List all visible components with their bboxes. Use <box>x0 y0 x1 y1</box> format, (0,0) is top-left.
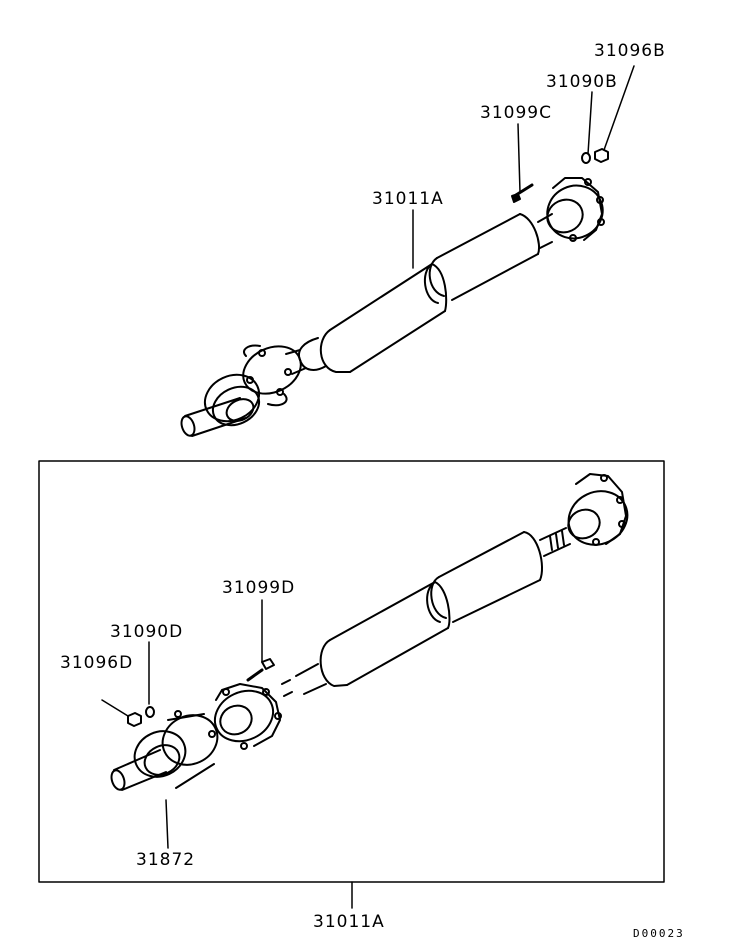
label-31011a-upper: 31011A <box>372 189 444 209</box>
diagram-code: D00023 <box>633 927 685 940</box>
lower-leader-lines <box>101 599 353 909</box>
upper-leader-lines <box>412 65 635 269</box>
upper-propeller-shaft <box>180 148 609 437</box>
label-31090b: 31090B <box>546 72 618 92</box>
label-31011a-lower: 31011A <box>313 912 385 932</box>
label-31096b: 31096B <box>594 41 666 61</box>
lower-propeller-shaft <box>110 473 629 791</box>
label-31090d: 31090D <box>110 622 184 642</box>
label-31096d: 31096D <box>60 653 134 673</box>
label-31099d: 31099D <box>222 578 296 598</box>
label-31872: 31872 <box>136 850 196 870</box>
label-31099c: 31099C <box>480 103 552 123</box>
